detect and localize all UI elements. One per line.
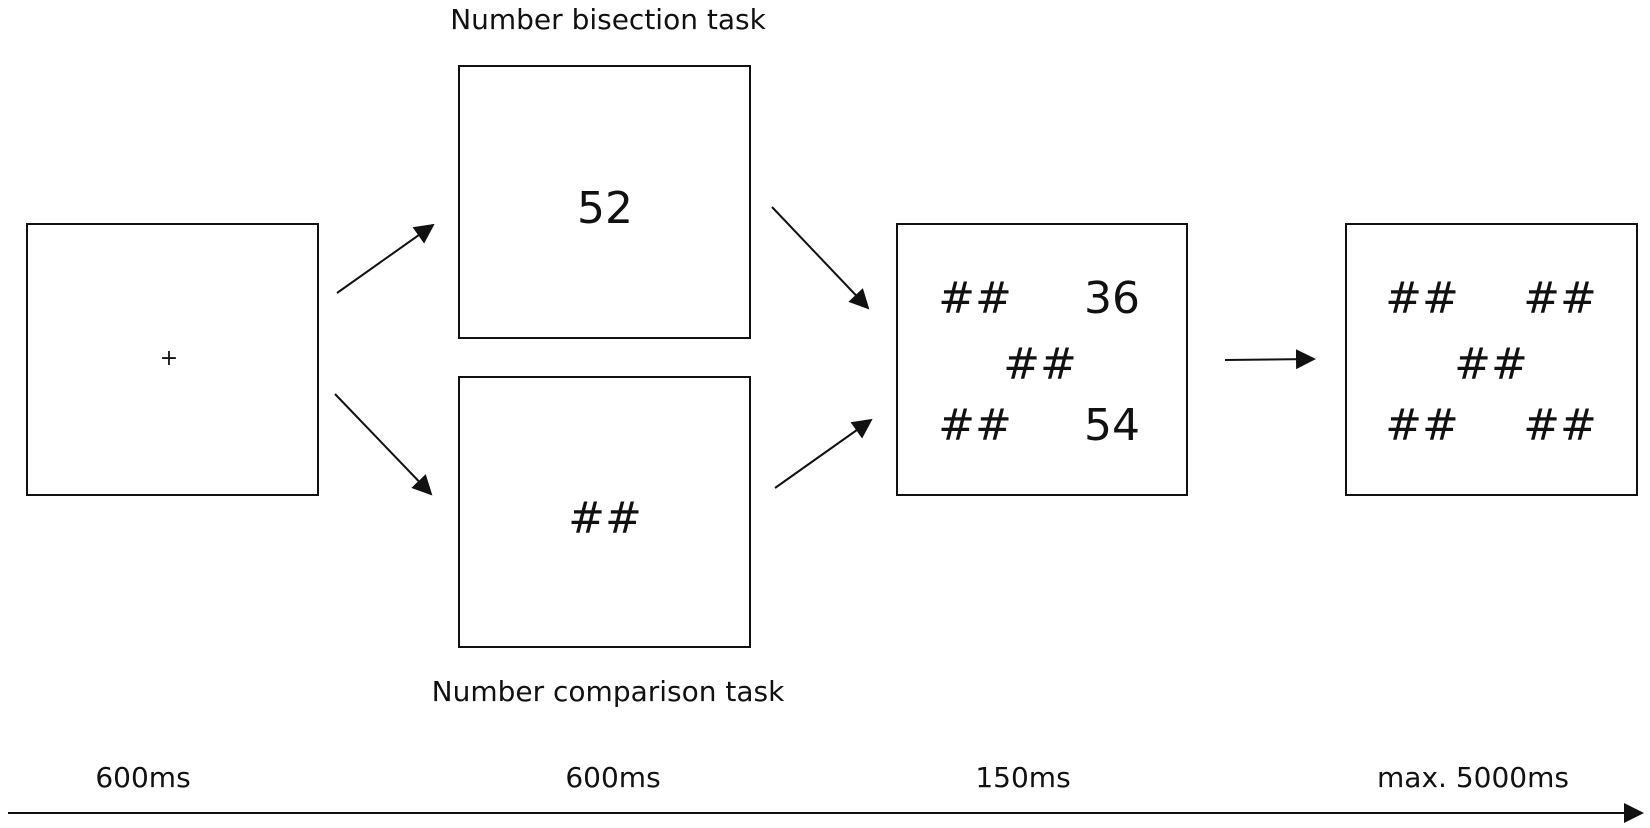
- target-top-left: ##: [938, 273, 1012, 324]
- arrow-fixation-to-bisection: [336, 223, 435, 294]
- target-bottom-right-number: 54: [1084, 400, 1140, 451]
- fixation-cross: +: [159, 346, 179, 371]
- mask-bottom-left: ##: [1385, 400, 1459, 451]
- bisection-task-label: Number bisection task: [450, 3, 766, 36]
- task-duration-label: 600ms: [565, 761, 661, 794]
- mask-top-right: ##: [1523, 273, 1597, 324]
- target-center: ##: [1003, 339, 1077, 390]
- arrow-bisection-to-target: [771, 206, 870, 310]
- response-duration-label: max. 5000ms: [1377, 761, 1569, 794]
- mask-frame: [1345, 223, 1638, 496]
- fixation-frame: [26, 223, 319, 496]
- comparison-task-label: Number comparison task: [431, 675, 785, 708]
- arrow-fixation-to-comparison: [334, 393, 433, 496]
- target-frame: [896, 223, 1188, 496]
- target-duration-label: 150ms: [975, 761, 1071, 794]
- comparison-mask: ##: [568, 493, 642, 544]
- fixation-duration-label: 600ms: [95, 761, 191, 794]
- bisection-number: 52: [577, 183, 633, 234]
- target-bottom-left: ##: [938, 400, 1012, 451]
- arrow-comparison-to-target: [774, 418, 873, 489]
- mask-center: ##: [1454, 339, 1528, 390]
- mask-bottom-right: ##: [1523, 400, 1597, 451]
- mask-top-left: ##: [1385, 273, 1459, 324]
- arrow-target-to-mask: [1224, 349, 1316, 370]
- bisection-frame: [458, 65, 751, 339]
- target-top-right-number: 36: [1084, 273, 1140, 324]
- comparison-frame: [458, 376, 751, 648]
